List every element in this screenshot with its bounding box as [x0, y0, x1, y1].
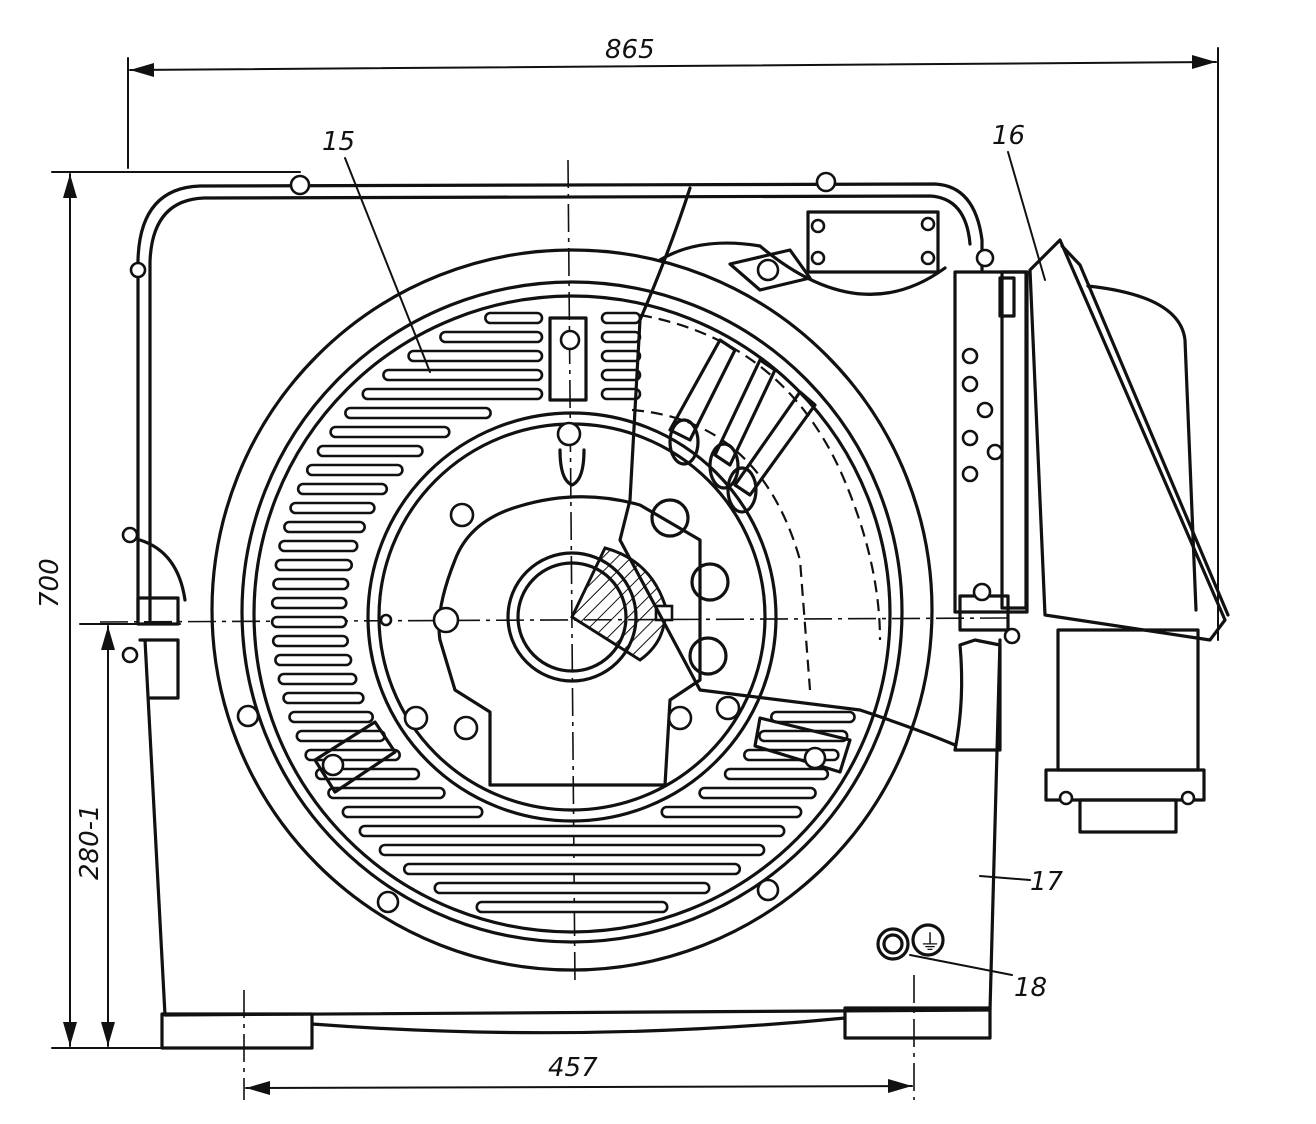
- bearing-shield: [236, 316, 852, 914]
- vent-slot: [274, 653, 353, 667]
- dimension-label-700: 700: [35, 558, 65, 608]
- vent-slot: [283, 520, 366, 534]
- vent-slot: [329, 425, 451, 439]
- inspection-cover: [806, 210, 940, 274]
- vent-slot: [382, 368, 544, 382]
- vent-slot: [439, 330, 544, 344]
- dimension-label-280: 280-1: [75, 804, 105, 880]
- callout-17: 17: [979, 867, 1064, 897]
- vent-slot: [698, 786, 817, 800]
- dimension-label-457: 457: [548, 1053, 598, 1083]
- dimension-overall-height: 700: [35, 171, 301, 1049]
- callout-15: 15: [322, 127, 431, 373]
- callout-label-15: 15: [322, 127, 355, 157]
- vent-slot: [272, 577, 350, 591]
- vent-slot: [475, 900, 669, 914]
- callout-label-17: 17: [1030, 867, 1064, 897]
- callout-label-16: 16: [992, 121, 1025, 151]
- vent-slot: [305, 463, 404, 477]
- right-foot: [843, 1006, 992, 1040]
- dimension-label-865: 865: [605, 35, 655, 65]
- dimension-shaft-height: 280-1: [75, 623, 181, 1047]
- vent-slot: [407, 349, 544, 363]
- vent-slot: [277, 672, 358, 686]
- vent-slot: [274, 558, 354, 572]
- vent-slot: [433, 881, 711, 895]
- vent-slot: [600, 368, 642, 382]
- vent-slot: [296, 482, 389, 496]
- dimension-foot-spacing: 457: [243, 975, 915, 1100]
- vent-slot: [327, 786, 446, 800]
- callout-label-18: 18: [1014, 973, 1047, 1003]
- duct: [953, 638, 1002, 752]
- vent-slot: [600, 311, 642, 325]
- vent-slot: [282, 691, 365, 705]
- vent-slot: [271, 634, 350, 648]
- dimension-overall-width: 865: [127, 35, 1219, 641]
- vent-slot: [600, 330, 642, 344]
- vent-slot: [341, 805, 484, 819]
- ventilation-grille: [270, 311, 856, 914]
- vent-slot: [361, 387, 544, 401]
- brush-gear: [618, 186, 957, 747]
- motor-housing: [121, 171, 1002, 1050]
- vent-slot: [295, 729, 386, 743]
- ground-icon: ⏚: [919, 931, 941, 956]
- vent-slot: [723, 767, 830, 781]
- vent-slot: [378, 843, 766, 857]
- callout-18: 18: [909, 954, 1047, 1003]
- vent-slot: [316, 444, 424, 458]
- vent-slot: [358, 824, 786, 838]
- vent-slot: [288, 710, 375, 724]
- vent-slot: [660, 805, 803, 819]
- vent-slot: [270, 615, 348, 629]
- left-foot: [160, 1012, 314, 1050]
- terminal-box: [953, 238, 1230, 834]
- earth-terminal: ⏚: [876, 923, 945, 961]
- vent-slot: [270, 596, 348, 610]
- vent-slot: [402, 862, 742, 876]
- vent-slot: [600, 349, 642, 363]
- vent-slot: [600, 387, 642, 401]
- callout-16: 16: [992, 121, 1046, 281]
- vent-slot: [289, 501, 376, 515]
- vent-slot: [278, 539, 359, 553]
- vent-slot: [484, 311, 544, 325]
- vent-slot: [344, 406, 492, 420]
- vent-slot: [769, 710, 856, 724]
